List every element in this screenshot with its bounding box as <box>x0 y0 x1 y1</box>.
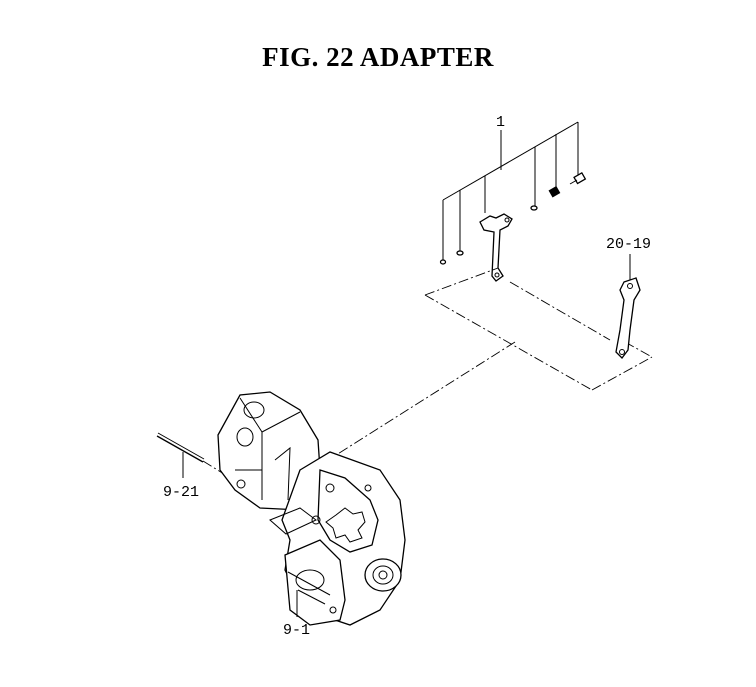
spring <box>548 186 561 198</box>
callout-label-1: 1 <box>496 114 505 131</box>
callout-label-9-1: 9-1 <box>283 622 310 639</box>
callout-label-20-19: 20-19 <box>606 236 651 253</box>
callout-1-bracket <box>442 121 579 262</box>
washers <box>439 205 538 265</box>
assembly-plane-dashed <box>324 267 653 463</box>
bolt <box>569 172 587 185</box>
figure-title: FIG. 22 ADAPTER <box>262 42 494 72</box>
adapter-housing <box>217 391 406 626</box>
callout-label-9-21: 9-21 <box>163 484 199 501</box>
arm-part-20-19 <box>615 277 641 359</box>
link-lever-part <box>479 213 513 282</box>
